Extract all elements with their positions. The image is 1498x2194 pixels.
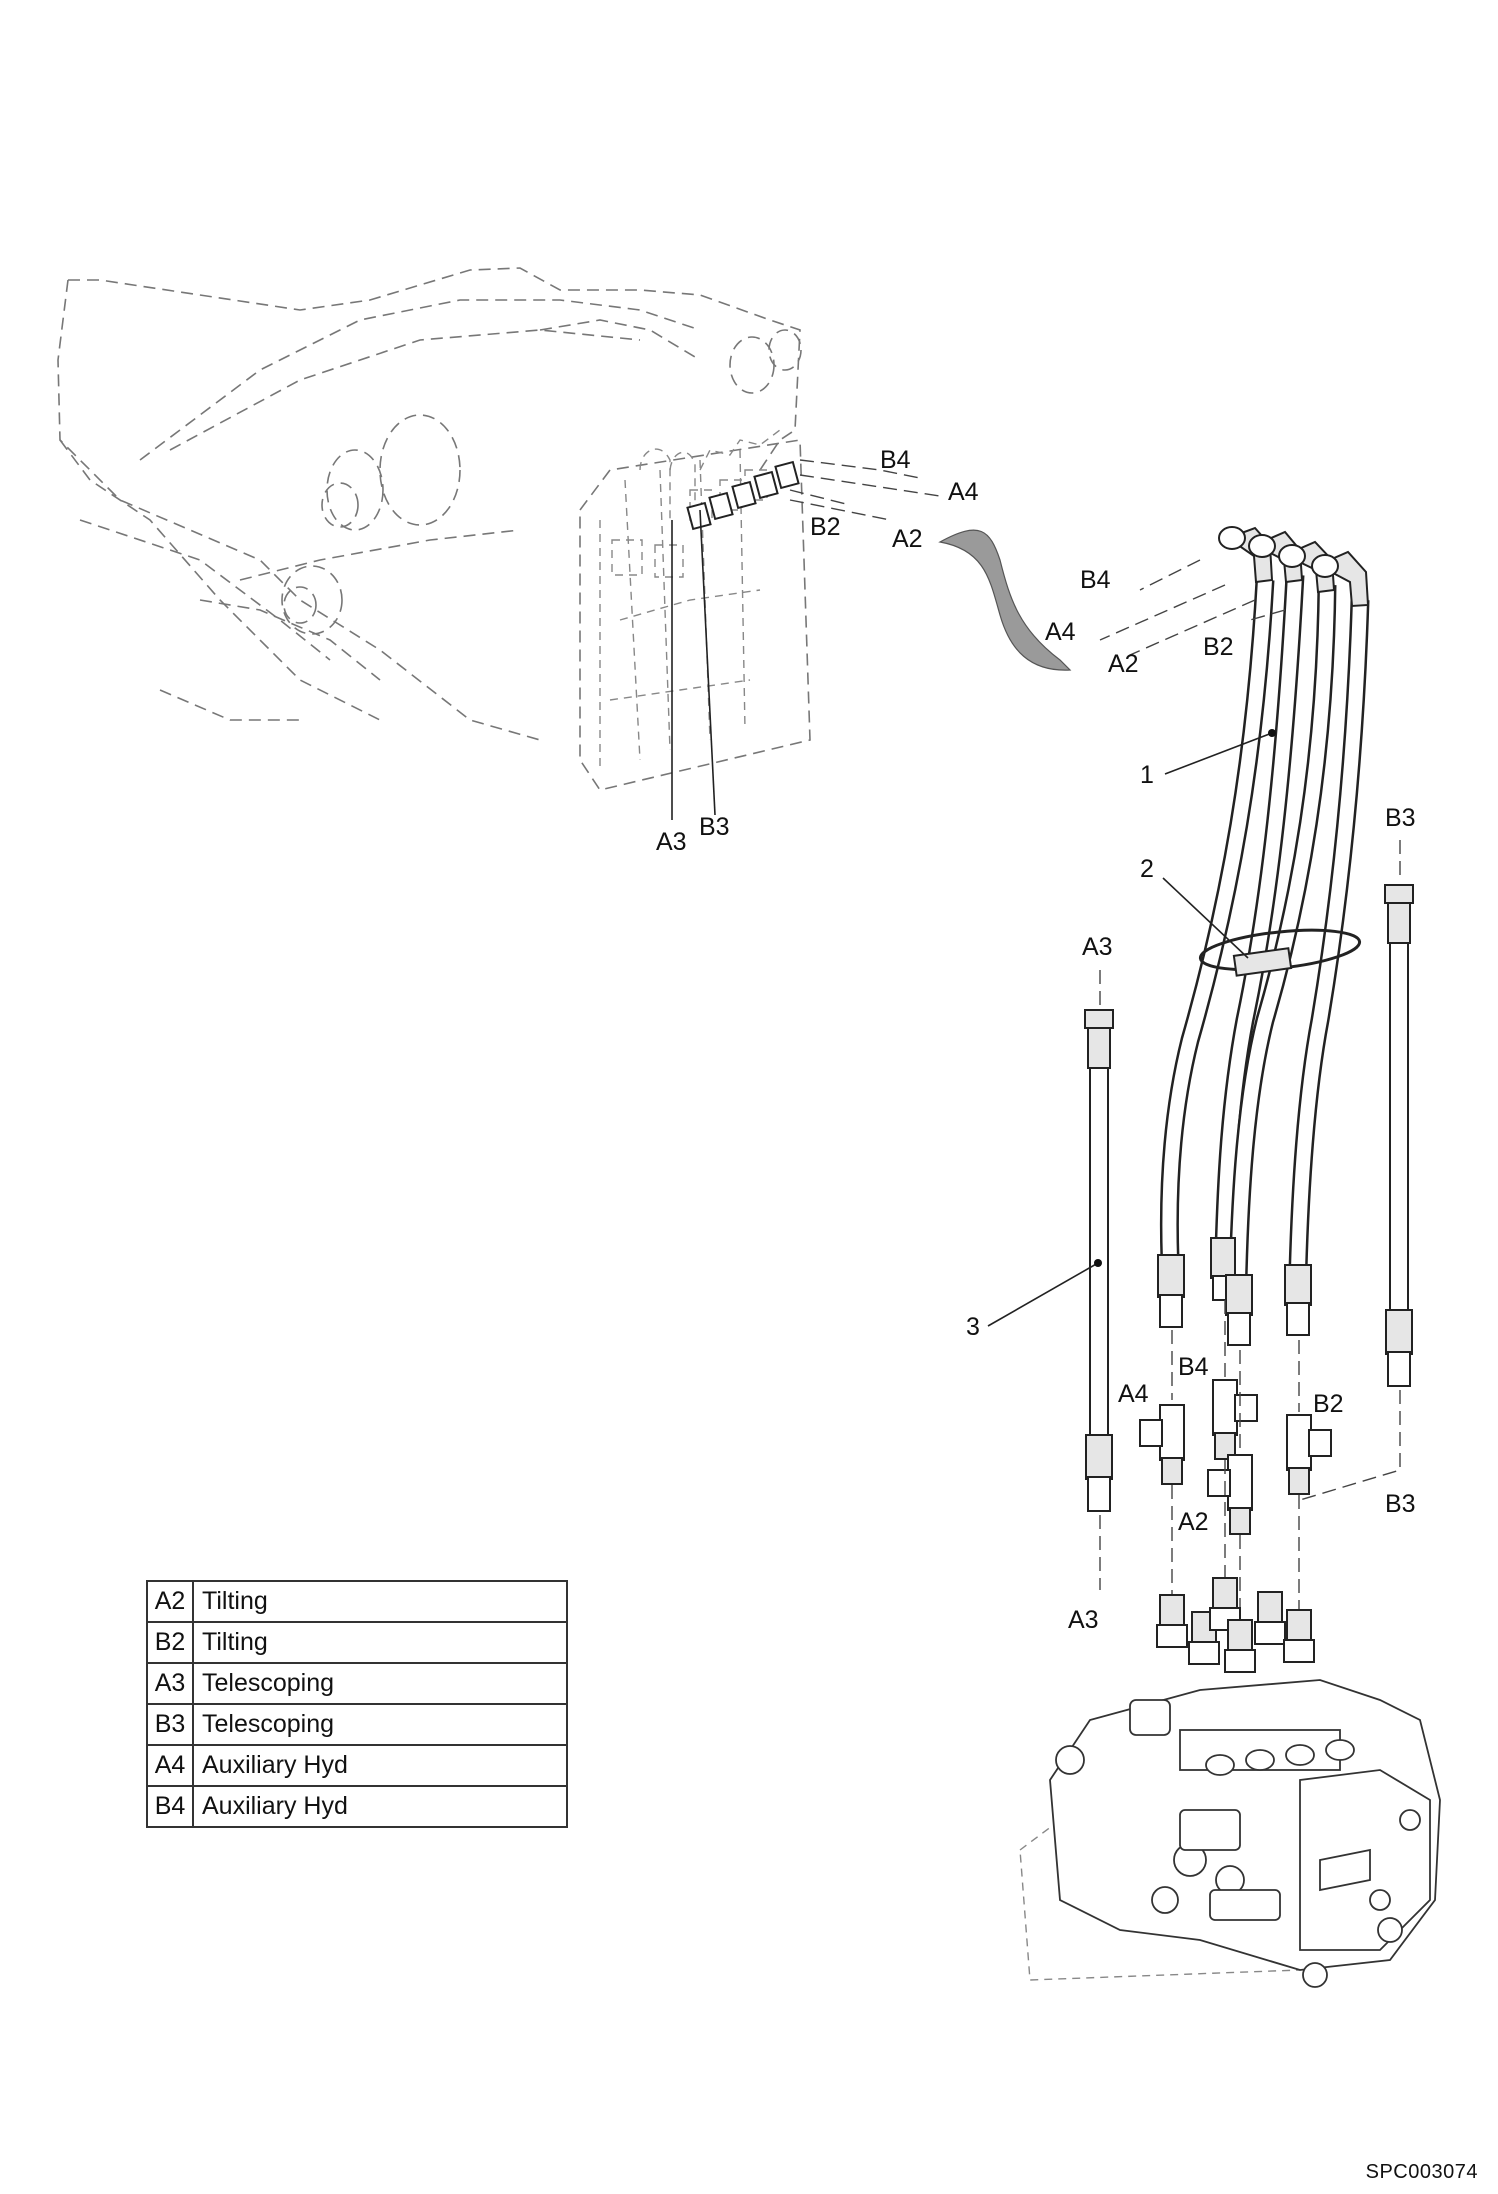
callout-3: 3 xyxy=(966,1313,980,1341)
hose-b3-right: B3 xyxy=(1299,804,1416,1501)
label-top-a4: A4 xyxy=(948,478,979,506)
label-mid-b4: B4 xyxy=(1080,566,1111,594)
label-low-a2: A2 xyxy=(1178,1508,1209,1536)
control-valve xyxy=(1019,1679,1441,1988)
label-low-b2: B2 xyxy=(1313,1390,1344,1418)
callout-1: 1 xyxy=(1140,761,1154,789)
label-a3-upper: A3 xyxy=(1082,933,1113,961)
leader-boom-b3 xyxy=(699,509,716,816)
label-low-b3: B3 xyxy=(1385,1490,1416,1518)
legend-function: Tilting xyxy=(192,1580,568,1623)
legend-row: A4 Auxiliary Hyd xyxy=(146,1744,568,1787)
leader-top-a2 xyxy=(789,499,891,521)
hose-bundle-item1 xyxy=(1157,526,1370,1346)
label-top-a2: A2 xyxy=(892,525,923,553)
leader-top-a4 xyxy=(799,474,941,497)
legend-code: B2 xyxy=(146,1621,194,1664)
leader-mid-a2 xyxy=(1129,599,1256,656)
label-mid-a2: A2 xyxy=(1108,650,1139,678)
leader-callout-3 xyxy=(987,1262,1099,1327)
label-low-b4: B4 xyxy=(1178,1353,1209,1381)
legend-function: Auxiliary Hyd xyxy=(192,1785,568,1828)
label-top-b2: B2 xyxy=(810,513,841,541)
label-low-a3: A3 xyxy=(1068,1606,1099,1634)
leader-top-b4 xyxy=(799,459,921,479)
cable-tie-item2 xyxy=(1162,877,1362,977)
label-boom-a3: A3 xyxy=(656,828,687,856)
callout-1-dot xyxy=(1268,729,1276,737)
legend-row: B4 Auxiliary Hyd xyxy=(146,1785,568,1828)
leader-mid-a4 xyxy=(1099,584,1226,641)
hose-a3-item3: A3 xyxy=(1082,933,1114,1590)
legend-function: Telescoping xyxy=(192,1662,568,1705)
figure-id: SPC003074 xyxy=(1365,2161,1478,2183)
callout-3-dot xyxy=(1094,1259,1102,1267)
label-mid-b2: B2 xyxy=(1203,633,1234,661)
legend-code: B3 xyxy=(146,1703,194,1746)
label-mid-a4: A4 xyxy=(1045,618,1076,646)
legend-row: A2 Tilting xyxy=(146,1580,568,1623)
legend-function: Tilting xyxy=(192,1621,568,1664)
label-low-a4: A4 xyxy=(1118,1380,1149,1408)
boom-phantom-outline xyxy=(57,267,811,791)
label-boom-b3: B3 xyxy=(699,813,730,841)
tee-fittings xyxy=(1139,1379,1332,1535)
legend-function: Telescoping xyxy=(192,1703,568,1746)
legend-code: B4 xyxy=(146,1785,194,1828)
boom-fittings xyxy=(686,460,800,531)
label-top-b4: B4 xyxy=(880,446,911,474)
legend-code: A4 xyxy=(146,1744,194,1787)
leader-mid-b2 xyxy=(1249,609,1286,621)
legend-row: B3 Telescoping xyxy=(146,1703,568,1746)
break-ribbon xyxy=(938,529,1072,671)
legend-row: A3 Telescoping xyxy=(146,1662,568,1705)
callout-2: 2 xyxy=(1140,855,1154,883)
label-b3-upper: B3 xyxy=(1385,804,1416,832)
leader-top-b2 xyxy=(789,489,851,506)
valve-adapters xyxy=(1156,1577,1315,1673)
legend-code: A2 xyxy=(146,1580,194,1623)
leader-mid-b4 xyxy=(1139,559,1201,591)
leader-callout-1 xyxy=(1164,732,1273,775)
legend-code: A3 xyxy=(146,1662,194,1705)
port-function-legend: A2 Tilting B2 Tilting A3 Telescoping B3 … xyxy=(146,1580,568,1828)
legend-function: Auxiliary Hyd xyxy=(192,1744,568,1787)
legend-row: B2 Tilting xyxy=(146,1621,568,1664)
leader-callout-2 xyxy=(1162,877,1249,959)
